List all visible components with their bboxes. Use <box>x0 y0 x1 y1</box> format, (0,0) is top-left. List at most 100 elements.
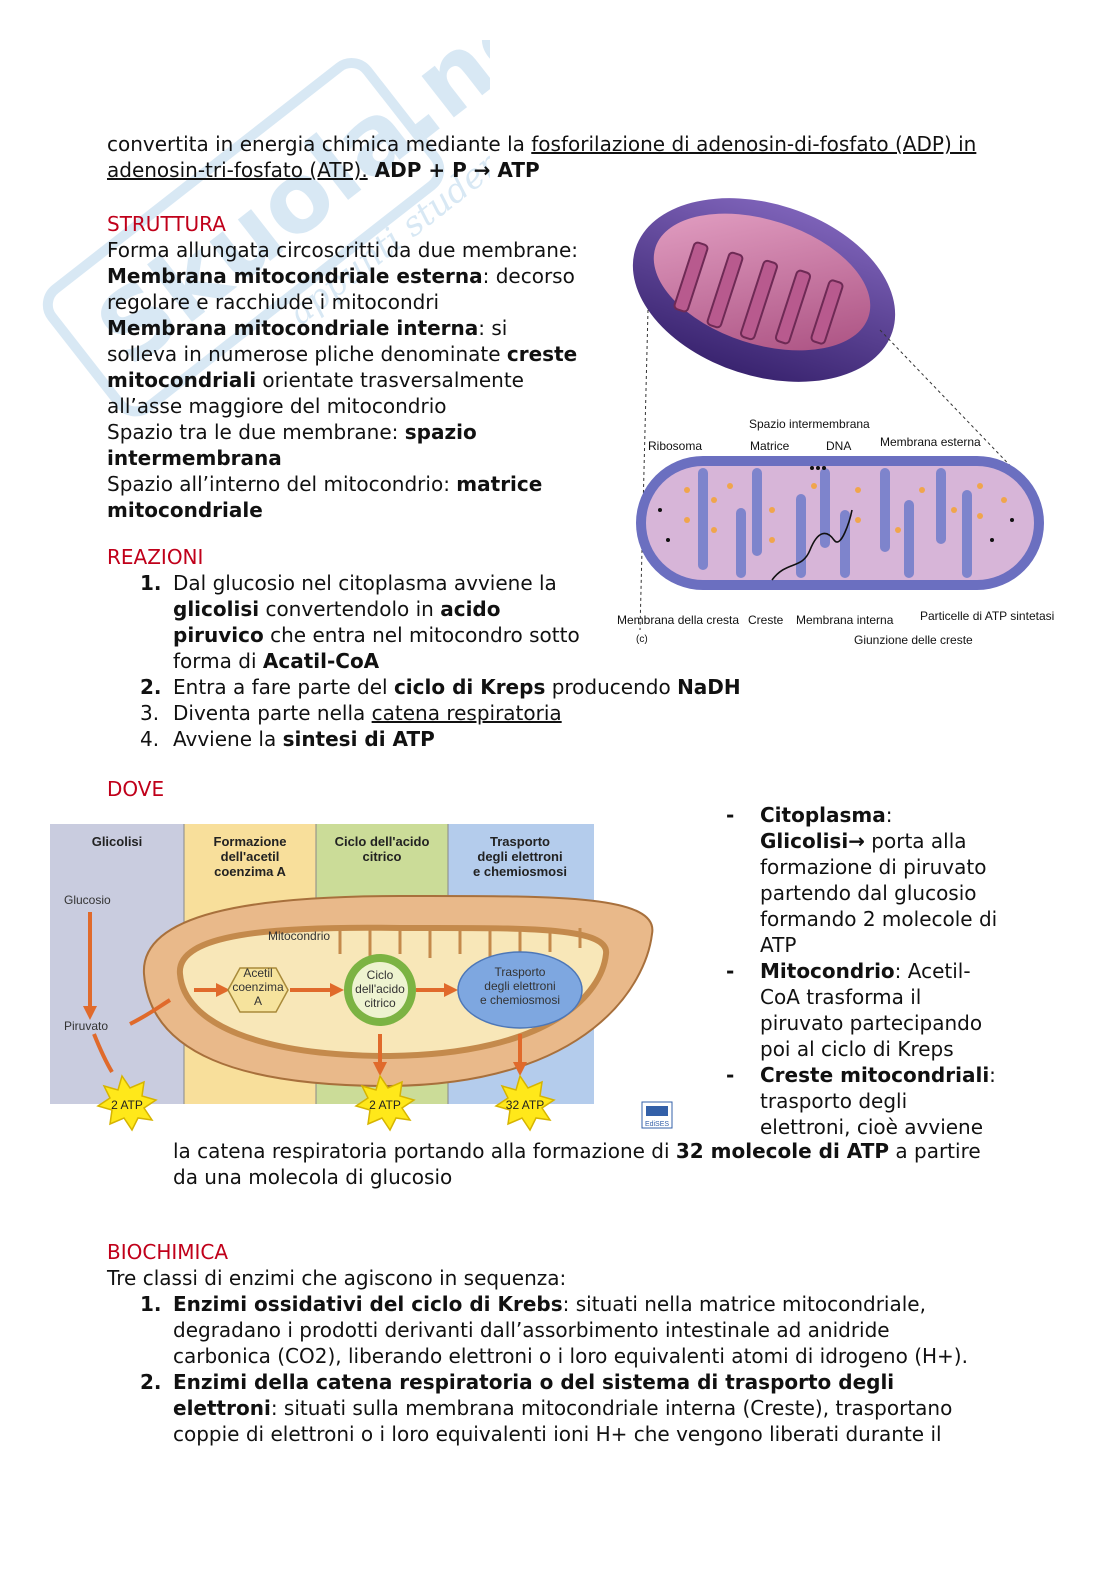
text-segment: : Acetil- <box>894 959 971 983</box>
text-segment: catena respiratoria <box>371 701 562 725</box>
dove-bullet-line: partendo dal glucosio <box>760 880 977 906</box>
dove-bullet-line: Creste mitocondriali: <box>760 1062 996 1088</box>
struttura-line: solleva in numerose pliche denominate cr… <box>107 341 577 367</box>
dove-bullet-line: CoA trasforma il <box>760 984 921 1010</box>
text-segment: : <box>989 1063 996 1087</box>
text-segment: : situati nella matrice mitocondriale, <box>562 1292 926 1316</box>
text-segment: ciclo di Kreps <box>393 675 546 699</box>
text-segment: sintesi di ATP <box>282 727 435 751</box>
text-segment: CoA trasforma il <box>760 985 922 1009</box>
acetil-text-1: Acetil <box>243 966 272 980</box>
list-number: 1. <box>140 571 162 595</box>
bullet-dash: - <box>726 803 735 827</box>
text-segment: Forma allungata circoscritti da due memb… <box>107 238 578 262</box>
text-segment: Diventa parte nella <box>173 701 372 725</box>
label-matrice: Matrice <box>750 439 790 453</box>
reazioni-line: Avviene la sintesi di ATP <box>173 726 435 752</box>
list-number: 3. <box>140 701 160 725</box>
ciclo-text-3: citrico <box>364 996 396 1010</box>
heading-struttura: STRUTTURA <box>107 212 226 236</box>
text-segment: regolare e racchiude i mitocondri <box>107 290 440 314</box>
struttura-line: mitocondriale <box>107 497 263 523</box>
node-acetil-coa <box>227 967 289 1013</box>
text-segment: coppie di elettroni o i loro equivalenti… <box>173 1422 942 1446</box>
text-segment: forma di <box>173 649 263 673</box>
text-segment: matrice <box>456 472 543 496</box>
text-segment: glicolisi <box>173 597 260 621</box>
text-segment: solleva in numerose pliche denominate <box>107 342 507 366</box>
list-number: 2. <box>140 675 162 699</box>
struttura-line: Forma allungata circoscritti da due memb… <box>107 237 578 263</box>
respiration-diagram: Glicolisi Formazione dell'acetil coenzim… <box>50 824 673 1132</box>
list-number: 4. <box>140 727 160 751</box>
dove-bullet-line: Citoplasma: <box>760 802 893 828</box>
publisher-logo: EdiSES <box>641 1101 673 1129</box>
text-segment: all’asse maggiore del mitocondrio <box>107 394 447 418</box>
acetil-text-3: A <box>254 994 262 1008</box>
intro-text: convertita in energia chimica mediante l… <box>107 132 532 156</box>
text-segment: Dal glucosio nel citoplasma avviene la <box>173 571 557 595</box>
text-segment: spazio <box>404 420 477 444</box>
label-piruvato: Piruvato <box>64 1019 108 1033</box>
intro-equation: ADP + P → ATP <box>367 158 540 182</box>
trasporto-text-2: degli elettroni <box>484 979 555 993</box>
bullet-dash: - <box>726 1063 735 1087</box>
col-title-acetil-3: coenzima A <box>214 864 286 879</box>
label-creste: Creste <box>748 613 784 627</box>
struttura-line: Membrana mitocondriale esterna: decorso <box>107 263 575 289</box>
list-number: 1. <box>140 1292 162 1316</box>
text-segment: Mitocondrio <box>760 959 895 983</box>
text-segment: partendo dal glucosio <box>760 881 977 905</box>
col-title-trasporto-2: degli elettroni <box>477 849 562 864</box>
biochimica-intro: Tre classi di enzimi che agiscono in seq… <box>107 1266 567 1290</box>
label-mitocondrio: Mitocondrio <box>268 929 330 943</box>
dove-bullet-line: formazione di piruvato <box>760 854 986 880</box>
ciclo-text-1: Ciclo <box>367 968 394 982</box>
biochimica-line: carbonica (CO2), liberando elettroni o i… <box>173 1343 968 1369</box>
text-segment: creste <box>506 342 578 366</box>
dove-bullet-line: Glicolisi→ porta alla <box>760 828 967 854</box>
intro-line-2: adenosin-tri-fosfato (ATP). ADP + P → AT… <box>107 157 540 183</box>
label-glucosio: Glucosio <box>64 893 111 907</box>
trasporto-text-1: Trasporto <box>495 965 546 979</box>
atp-burst-1 <box>96 1074 158 1132</box>
reazioni-line: Dal glucosio nel citoplasma avviene la <box>173 570 557 596</box>
text-segment: : situati sulla membrana mitocondriale i… <box>270 1396 953 1420</box>
text-segment: 32 molecole di ATP <box>675 1139 890 1163</box>
intro-link-1: fosforilazione di adenosin-di-fosfato (A… <box>531 132 977 156</box>
text-segment: piruvico <box>173 623 264 647</box>
text-segment: Entra a fare parte del <box>173 675 394 699</box>
text-segment: da una molecola di glucosio <box>173 1165 453 1189</box>
text-segment: Enzimi ossidativi del ciclo di Krebs <box>173 1292 563 1316</box>
mitochondrion-cross-section <box>636 456 1044 590</box>
text-segment: Citoplasma <box>760 803 886 827</box>
biochimica-line: coppie di elettroni o i loro equivalenti… <box>173 1421 942 1447</box>
text-segment: che entra nel mitocondro sotto <box>263 623 580 647</box>
struttura-line: Membrana mitocondriale interna: si <box>107 315 507 341</box>
text-segment: mitocondriale <box>107 498 263 522</box>
text-segment: Avviene la <box>173 727 283 751</box>
atp-label-1: 2 ATP <box>111 1098 143 1112</box>
heading-dove: DOVE <box>107 777 165 801</box>
dove-bullet-line: Mitocondrio: Acetil- <box>760 958 971 984</box>
text-segment: orientate trasversalmente <box>256 368 524 392</box>
struttura-line: Spazio all’interno del mitocondrio: matr… <box>107 471 542 497</box>
dove-bullet-line: elettroni, cioè avviene <box>760 1114 983 1140</box>
dove-bullet-line: ATP <box>760 932 796 958</box>
text-segment: piruvato partecipando <box>760 1011 983 1035</box>
col-title-acetil-2: dell'acetil <box>221 849 280 864</box>
acetil-text-2: coenzima <box>232 980 284 994</box>
dove-continuation-line: la catena respiratoria portando alla for… <box>173 1138 981 1164</box>
col-title-ciclo-2: citrico <box>362 849 401 864</box>
text-segment: : <box>885 803 893 827</box>
text-segment: elettroni, cioè avviene <box>760 1115 984 1139</box>
dove-continuation-line: da una molecola di glucosio <box>173 1164 452 1190</box>
struttura-line: regolare e racchiude i mitocondri <box>107 289 439 315</box>
heading-biochimica: BIOCHIMICA <box>107 1240 229 1264</box>
struttura-line: mitocondriali orientate trasversalmente <box>107 367 524 393</box>
text-segment: Membrana mitocondriale esterna <box>107 264 483 288</box>
biochimica-line: degradano i prodotti derivanti dall’asso… <box>173 1317 890 1343</box>
biochimica-line: Enzimi ossidativi del ciclo di Krebs: si… <box>173 1291 926 1317</box>
text-segment: Acatil-CoA <box>262 649 380 673</box>
label-particelle-atp: Particelle di ATP sintetasi <box>920 609 1054 623</box>
